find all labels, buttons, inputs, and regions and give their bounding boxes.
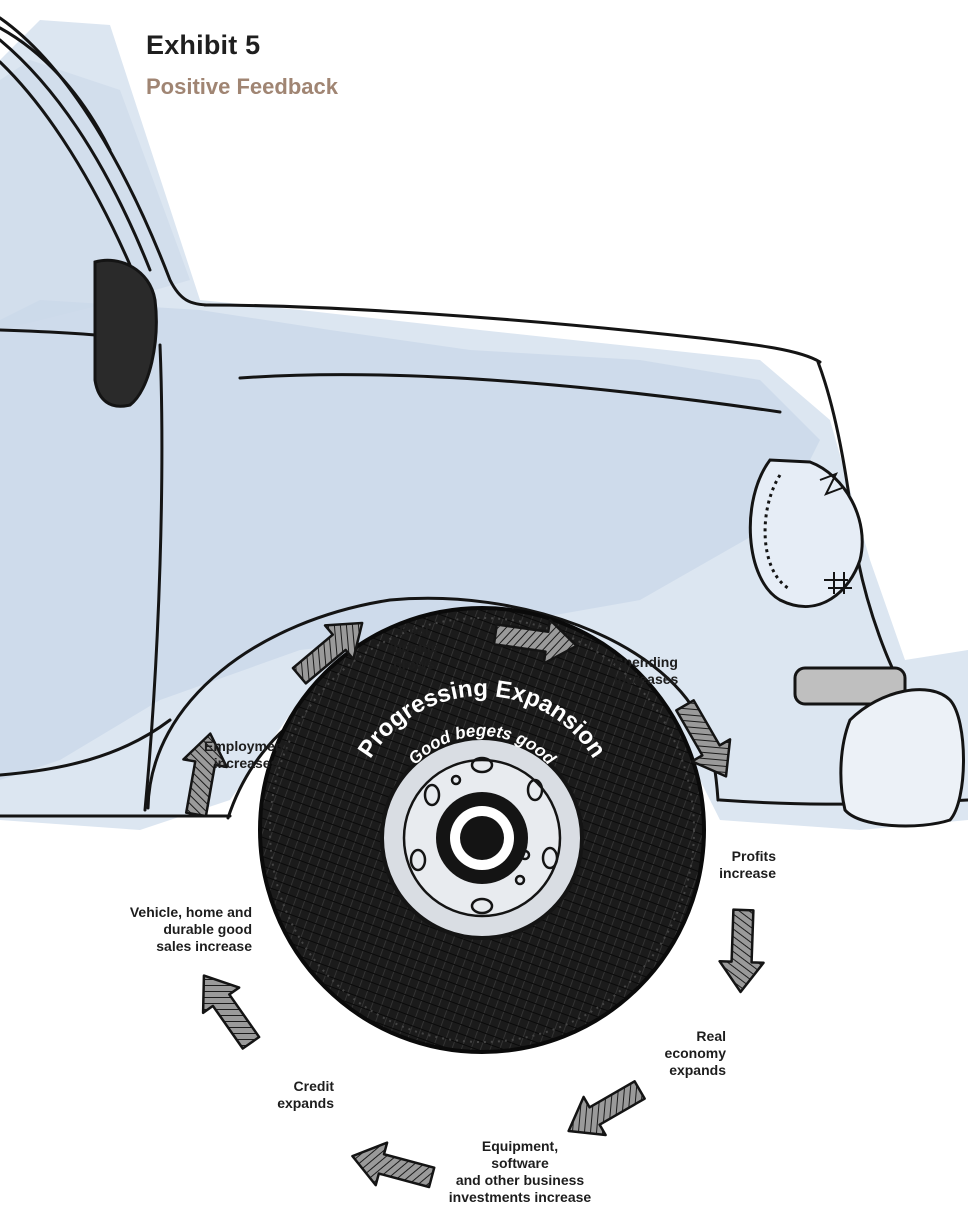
step-credit: Credit expands	[277, 1078, 334, 1112]
step-employment: Employment increases	[204, 738, 288, 772]
step-spending: Spending increases	[614, 654, 679, 688]
step-durable-sales: Vehicle, home and durable good sales inc…	[130, 904, 252, 955]
cycle-arrow-shape	[186, 963, 269, 1055]
exhibit-title: Exhibit 5	[146, 30, 260, 61]
step-business-investment: Equipment, software and other business i…	[449, 1138, 591, 1206]
step-real-economy: Real economy expands	[665, 1028, 726, 1079]
cycle-arrow	[347, 1135, 438, 1199]
cycle-arrow	[719, 909, 766, 992]
step-real-income: Real income grows	[389, 622, 438, 673]
cycle-arrow-shape	[347, 1135, 438, 1199]
cycle-arrow-shape	[719, 909, 766, 992]
exhibit-subtitle: Positive Feedback	[146, 74, 338, 100]
cycle-arrow	[186, 963, 269, 1055]
bumper-guard	[841, 690, 964, 826]
step-profits: Profits increase	[719, 848, 776, 882]
